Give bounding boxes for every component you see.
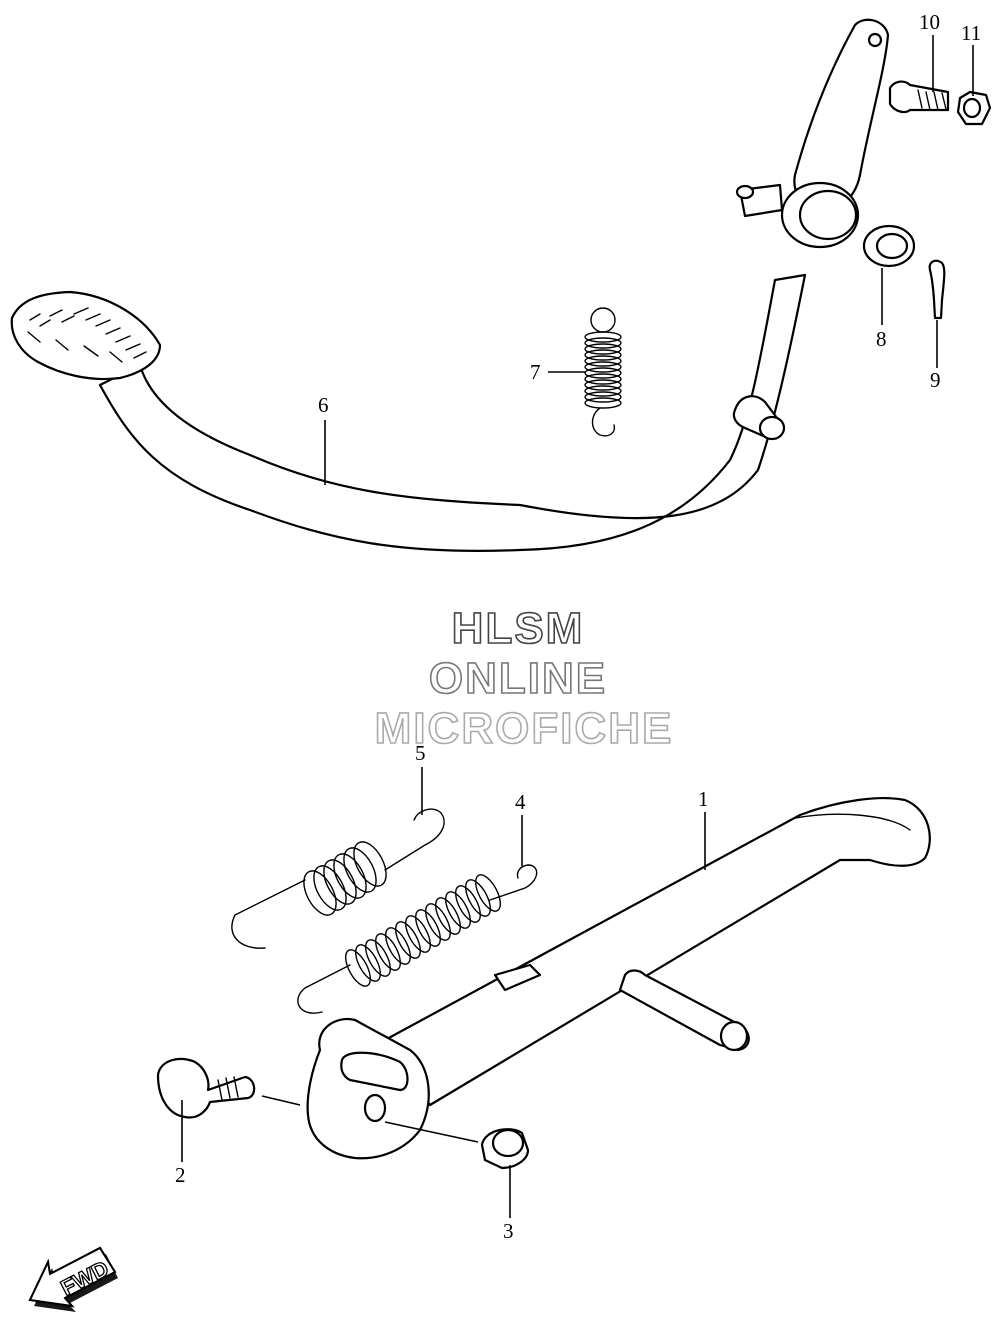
callout-labels: 6 7 8 9 10 11 5 4 1 2 3 xyxy=(175,10,981,1243)
side-stand[interactable] xyxy=(306,797,931,1160)
callout-2: 2 xyxy=(175,1163,186,1187)
fwd-arrow-icon: FWD xyxy=(28,1246,118,1312)
watermark: HLSM ONLINE MICROFICHE xyxy=(374,603,674,754)
callout-6: 6 xyxy=(318,393,329,417)
callout-7: 7 xyxy=(530,360,541,384)
callout-11: 11 xyxy=(961,21,981,45)
watermark-line3: MICROFICHE xyxy=(375,704,674,753)
stand-bolt[interactable] xyxy=(156,1057,256,1119)
cotter-pin[interactable] xyxy=(928,259,946,320)
pivot-bolt[interactable] xyxy=(888,80,950,114)
stand-nut[interactable] xyxy=(480,1128,530,1170)
callout-5: 5 xyxy=(415,741,426,765)
callout-10: 10 xyxy=(919,10,940,34)
callout-9: 9 xyxy=(930,368,941,392)
side-stand-spring-inner[interactable] xyxy=(297,864,538,1014)
watermark-line2: ONLINE xyxy=(429,654,607,703)
return-spring[interactable] xyxy=(584,307,622,437)
nut[interactable] xyxy=(956,90,992,126)
callout-1: 1 xyxy=(698,787,709,811)
callout-8: 8 xyxy=(876,327,887,351)
washer[interactable] xyxy=(862,224,916,268)
callout-4: 4 xyxy=(515,790,526,814)
callout-3: 3 xyxy=(503,1219,514,1243)
leader-lines xyxy=(181,35,974,1218)
side-stand-spring-outer[interactable] xyxy=(231,808,445,949)
watermark-line1: HLSM xyxy=(452,604,585,653)
brake-pedal[interactable] xyxy=(10,18,890,553)
